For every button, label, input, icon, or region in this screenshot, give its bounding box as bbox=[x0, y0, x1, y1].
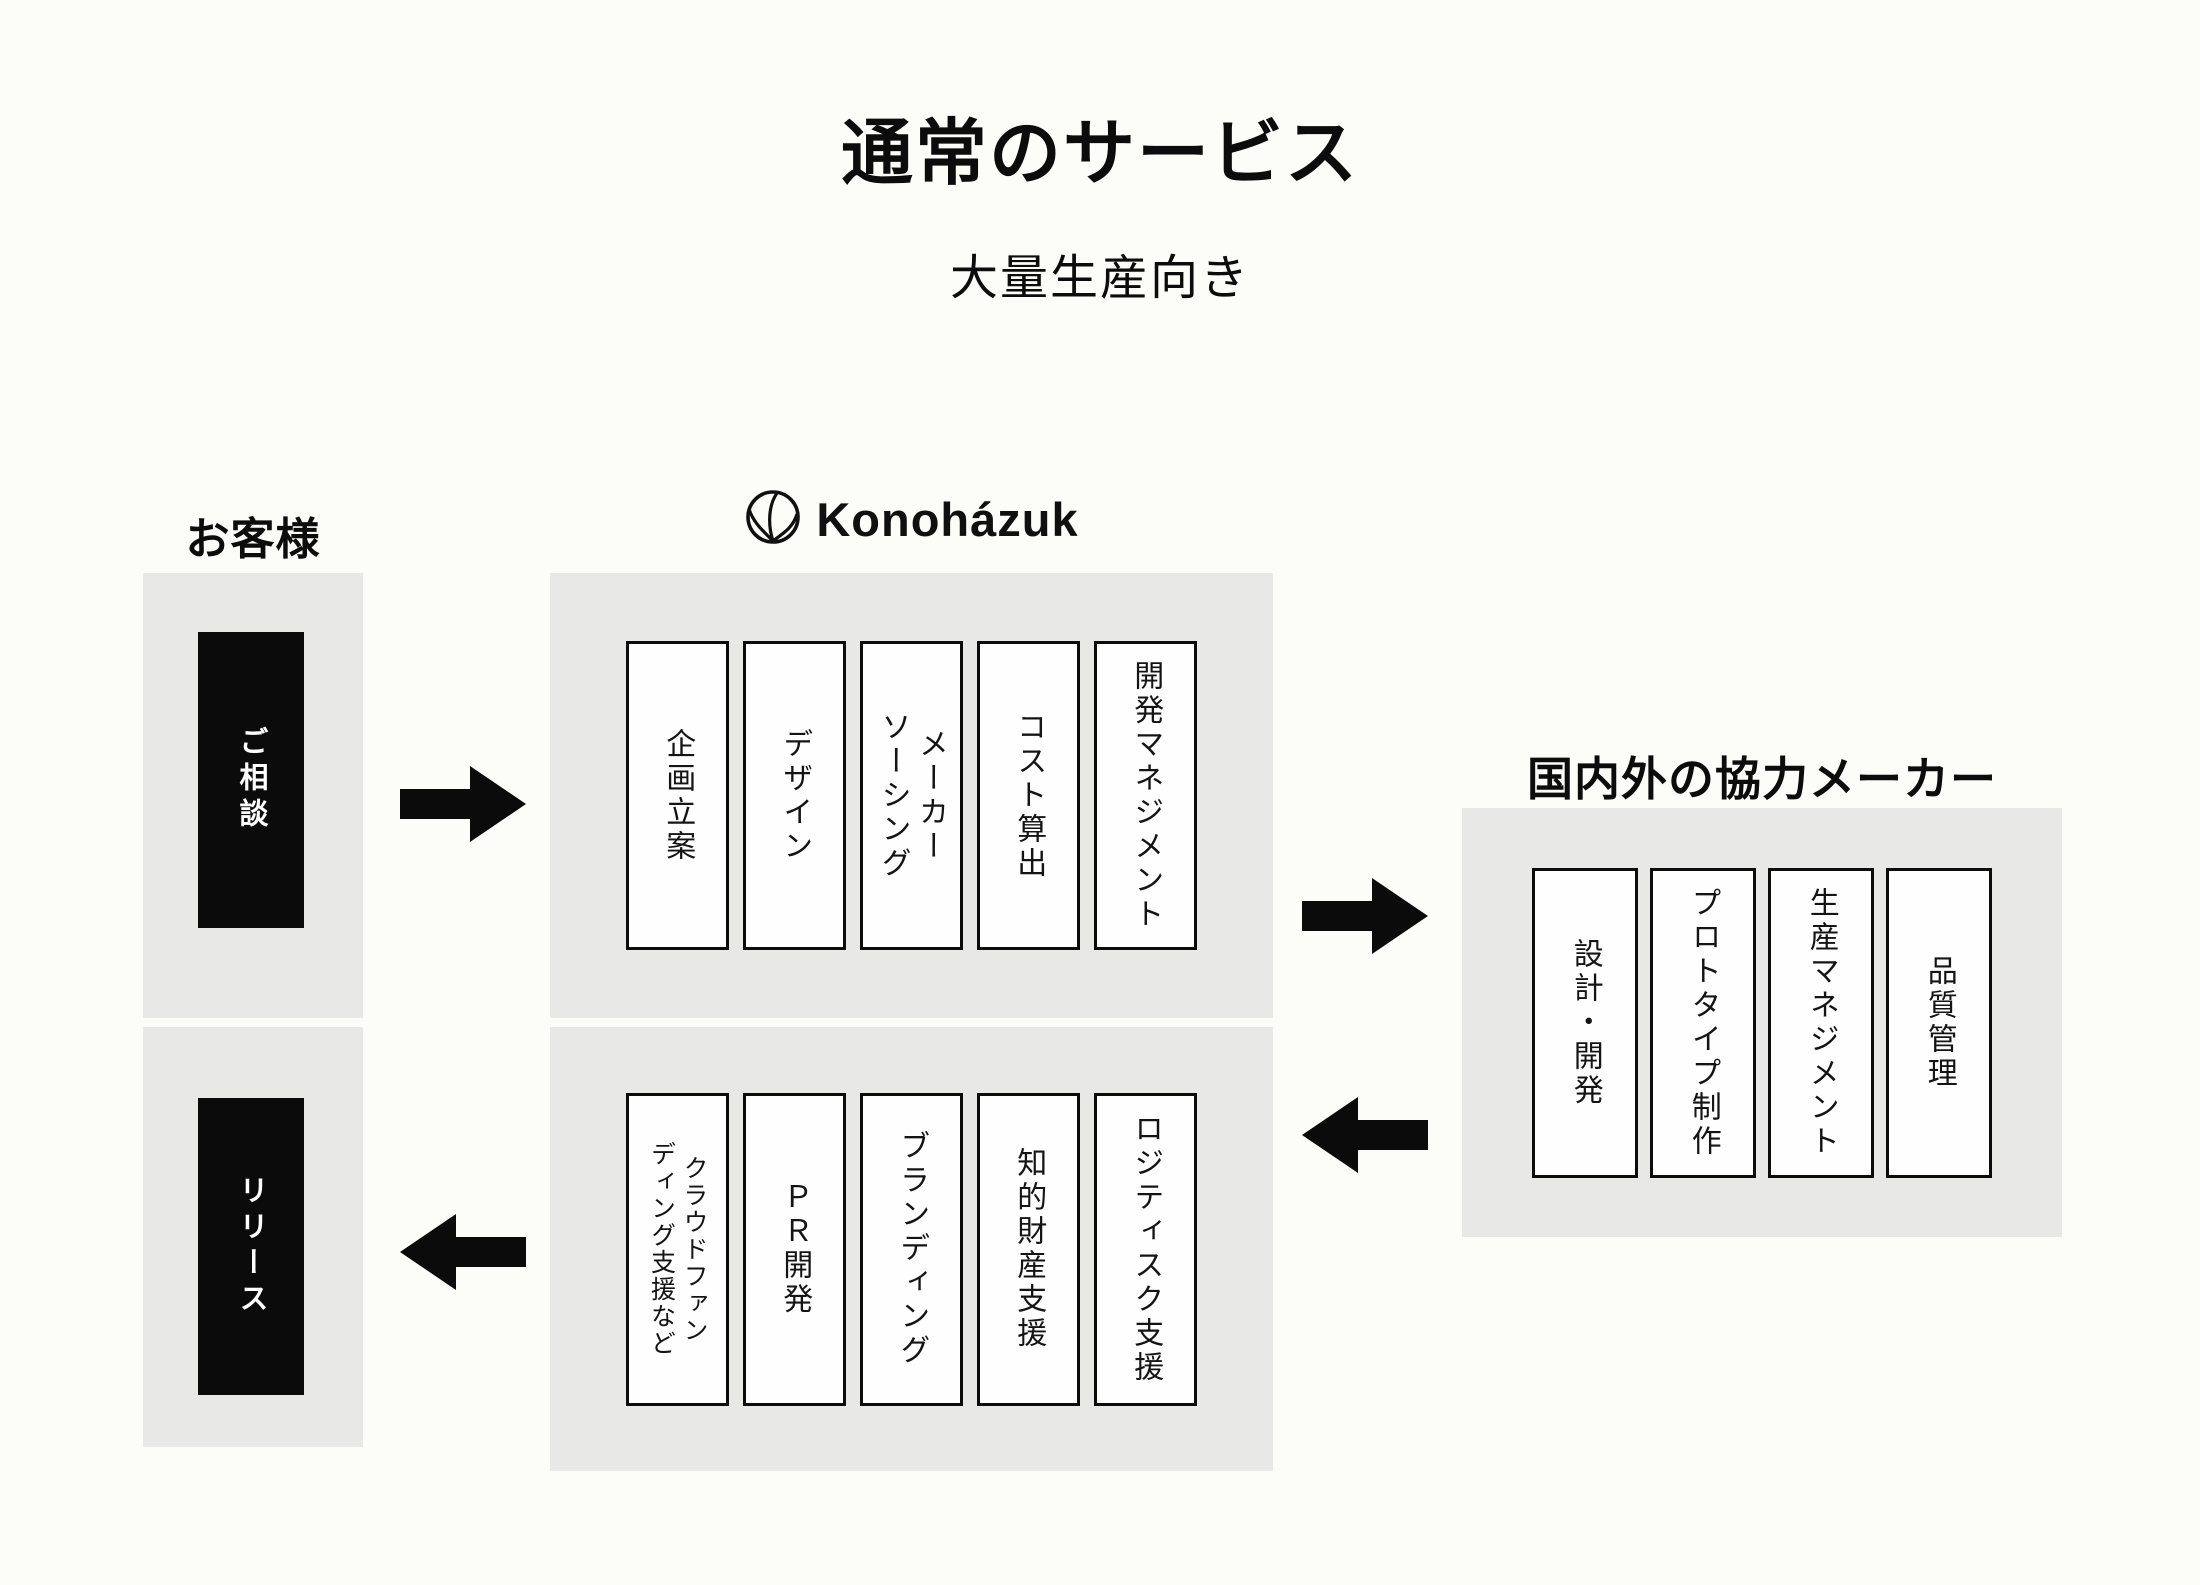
page-subtitle: 大量生産向き bbox=[949, 252, 1250, 305]
service-label: 設計・開発 bbox=[1568, 937, 1602, 1108]
page-title: 通常のサービス bbox=[840, 114, 1359, 194]
service-box-design-development: 設計・開発 bbox=[1532, 867, 1638, 1178]
service-box-branding: ブランディング bbox=[860, 1092, 963, 1406]
service-box-production-management: 生産マネジメント bbox=[1768, 867, 1874, 1178]
consultation-step-box: ご相談 bbox=[198, 632, 304, 928]
service-box-crowdfunding: クラウドファン ディング支援など bbox=[626, 1092, 729, 1406]
service-label: クラウドファン ディング支援など bbox=[647, 1141, 709, 1357]
release-label: リリース bbox=[235, 1174, 267, 1319]
customer-panel-top: ご相談 bbox=[143, 573, 363, 1018]
partners-panel: 設計・開発 プロトタイプ制作 生産マネジメント 品質管理 bbox=[1462, 808, 2062, 1237]
service-label: コスト算出 bbox=[1012, 710, 1046, 881]
company-panel-top: 企画立案 デザイン メーカー ソーシング コスト算出 開発マネジメント bbox=[550, 573, 1273, 1018]
service-box-cost-calculation: コスト算出 bbox=[977, 641, 1080, 950]
service-label: ブランディング bbox=[895, 1130, 929, 1368]
service-box-pr-development: ＰＲ開発 bbox=[743, 1092, 846, 1406]
release-step-box: リリース bbox=[198, 1098, 304, 1395]
service-box-planning: 企画立案 bbox=[626, 641, 729, 950]
arrow-right-customer-to-company-icon bbox=[400, 766, 526, 842]
arrow-left-partners-to-company-icon bbox=[1302, 1097, 1428, 1173]
service-box-maker-sourcing: メーカー ソーシング bbox=[860, 641, 963, 950]
company-panel-bottom: クラウドファン ディング支援など ＰＲ開発 ブランディング 知的財産支援 ロジテ… bbox=[550, 1027, 1273, 1471]
customer-heading: お客様 bbox=[185, 515, 321, 564]
service-label: 開発マネジメント bbox=[1129, 659, 1163, 932]
service-label: メーカー ソーシング bbox=[876, 710, 948, 881]
service-box-quality-control: 品質管理 bbox=[1886, 867, 1992, 1178]
service-box-design: デザイン bbox=[743, 641, 846, 950]
leaf-logo-icon bbox=[744, 488, 802, 551]
service-label: 企画立案 bbox=[661, 727, 695, 864]
partners-heading: 国内外の協力メーカー bbox=[1527, 753, 1997, 805]
customer-panel-bottom: リリース bbox=[143, 1027, 363, 1447]
service-label: デザイン bbox=[778, 727, 812, 864]
service-box-prototype: プロトタイプ制作 bbox=[1650, 867, 1756, 1178]
company-logo-text: Konoházuk bbox=[816, 492, 1079, 546]
service-label: プロトタイプ制作 bbox=[1686, 886, 1720, 1159]
arrow-right-company-to-partners-icon bbox=[1302, 878, 1428, 954]
service-label: ＰＲ開発 bbox=[778, 1181, 812, 1317]
service-label: 品質管理 bbox=[1922, 954, 1956, 1091]
company-logo: Konoházuk bbox=[550, 486, 1273, 552]
service-box-dev-management: 開発マネジメント bbox=[1094, 641, 1197, 950]
consultation-label: ご相談 bbox=[235, 726, 267, 834]
service-label: 知的財産支援 bbox=[1012, 1147, 1046, 1351]
arrow-left-company-to-release-icon bbox=[400, 1214, 526, 1290]
service-box-logistics-support: ロジティスク支援 bbox=[1094, 1092, 1197, 1406]
service-label: 生産マネジメント bbox=[1804, 886, 1838, 1159]
service-label: ロジティスク支援 bbox=[1129, 1113, 1163, 1385]
service-box-ip-support: 知的財産支援 bbox=[977, 1092, 1080, 1406]
